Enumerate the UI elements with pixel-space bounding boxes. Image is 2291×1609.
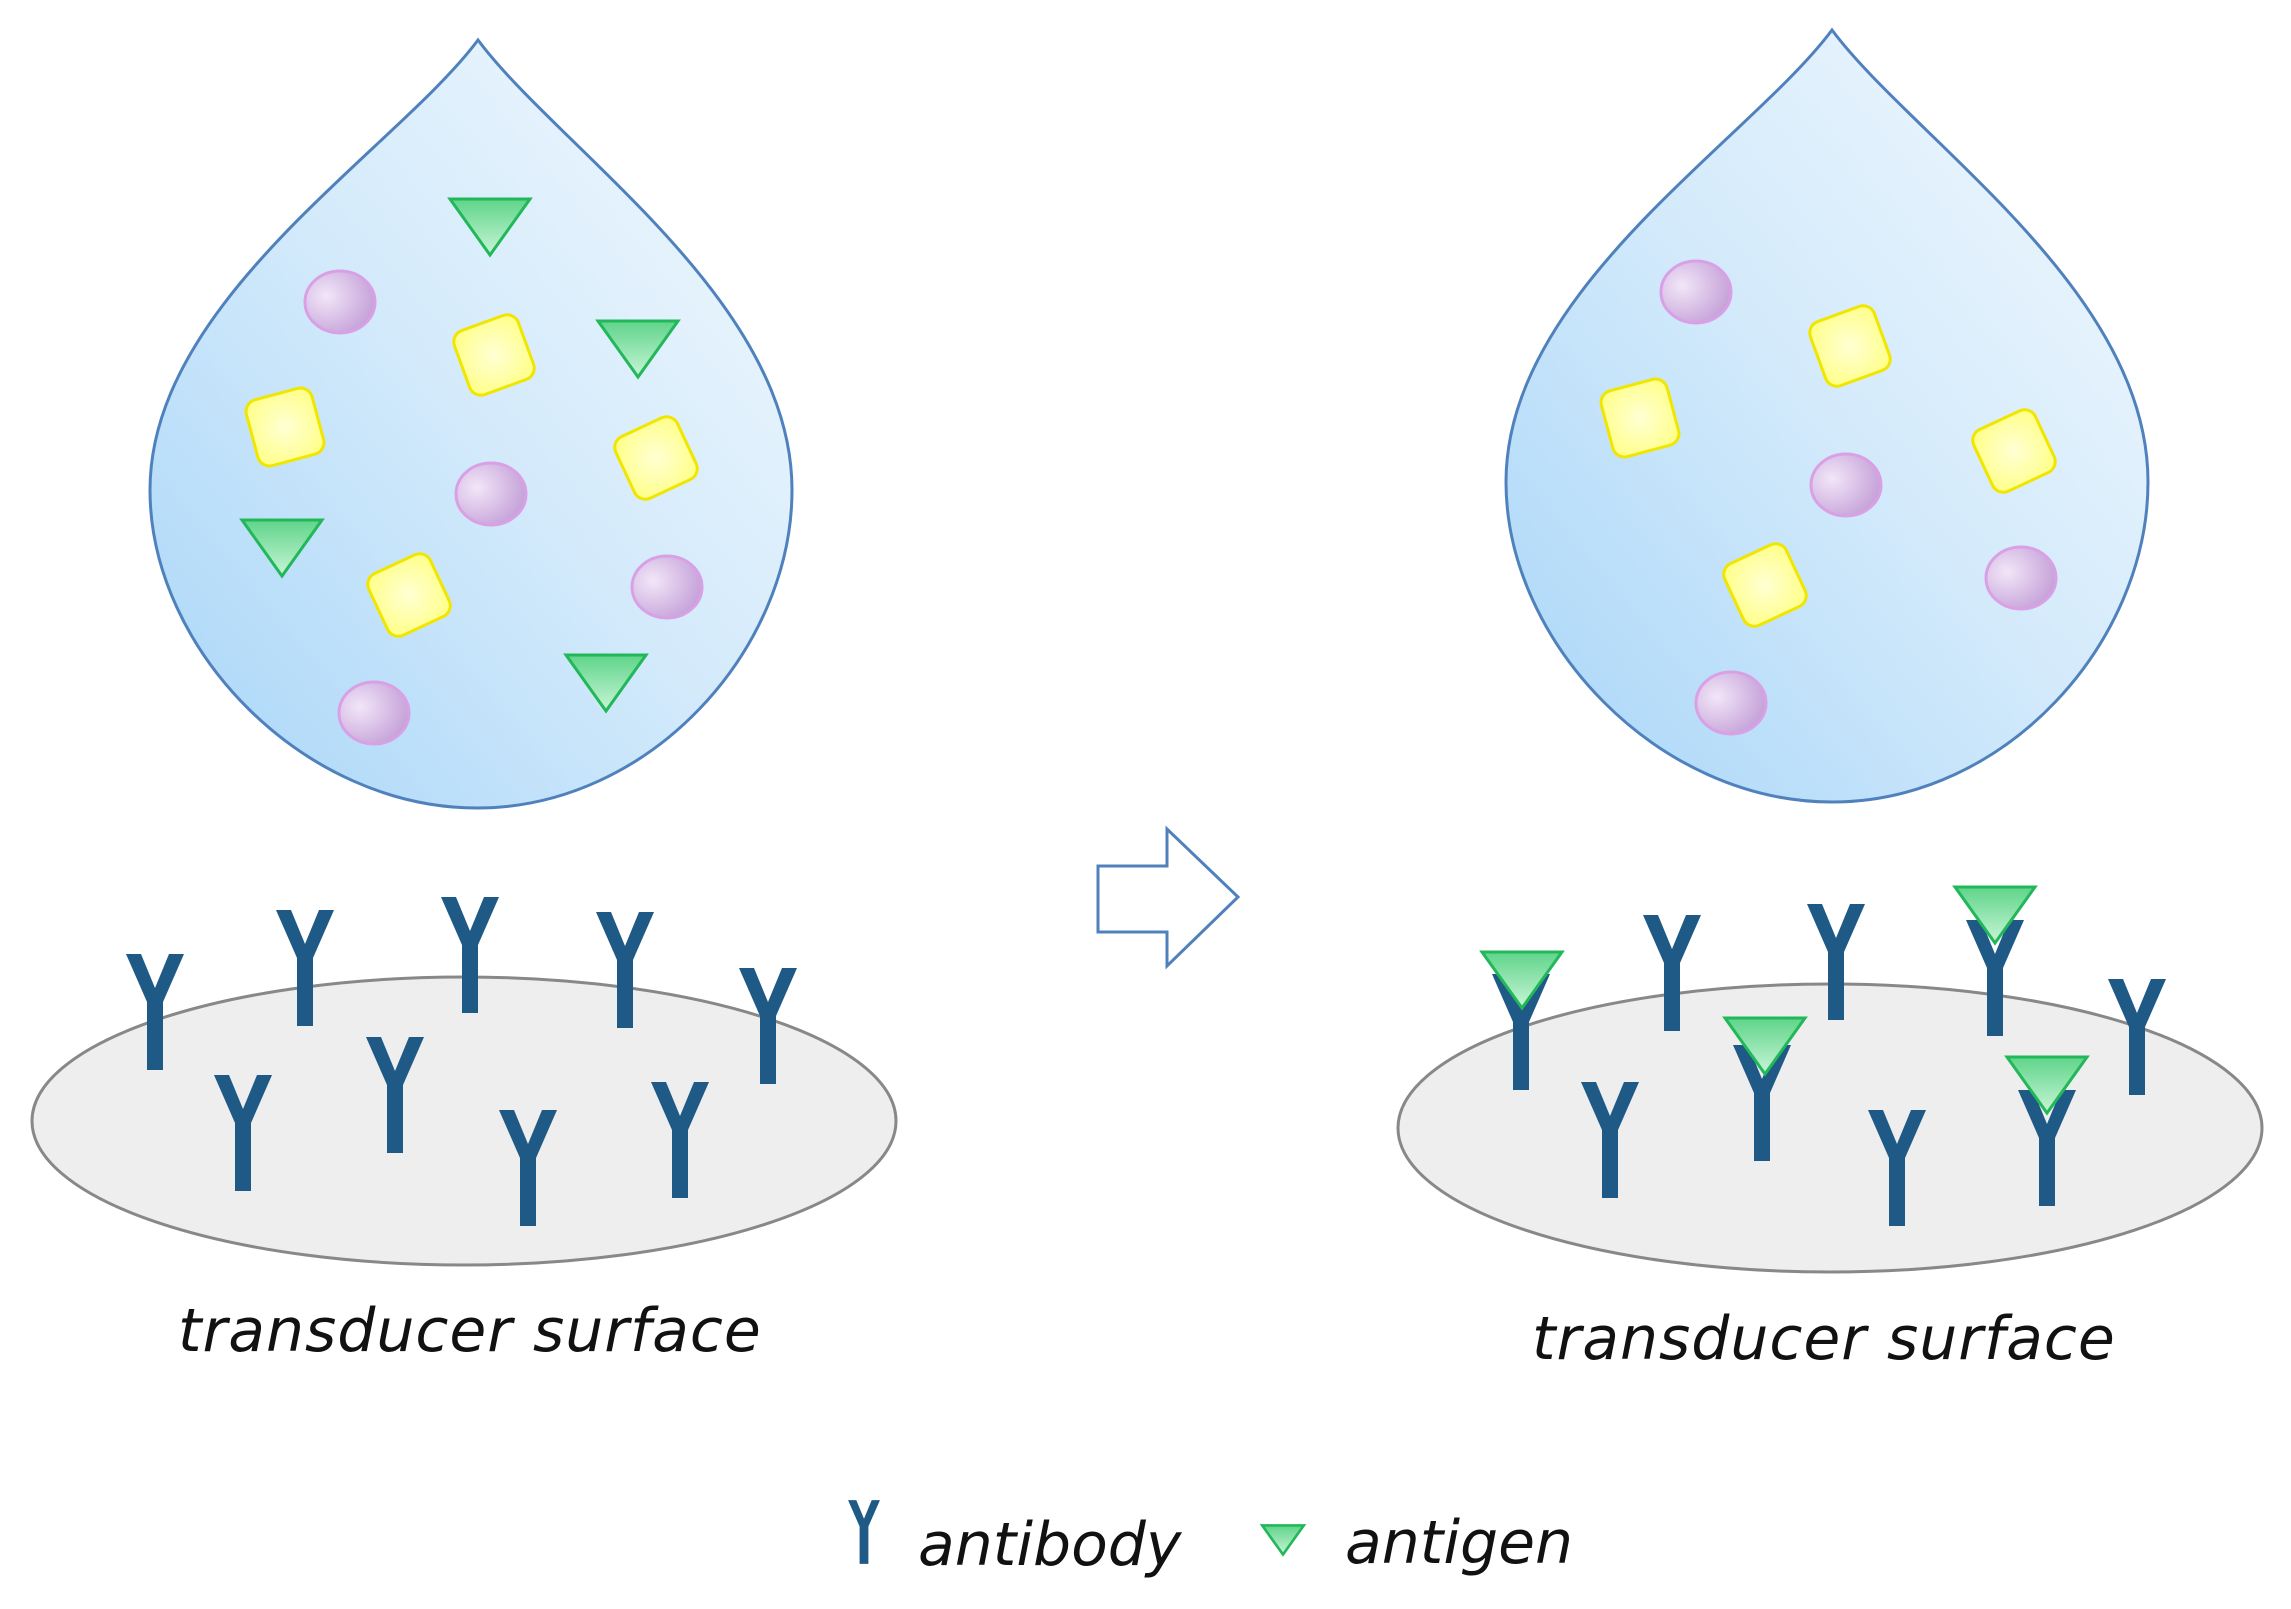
right-drop xyxy=(1504,27,2150,804)
left-panel xyxy=(30,37,898,1267)
particle-circle xyxy=(454,461,528,527)
particle-circle xyxy=(1809,452,1883,518)
particle-circle xyxy=(1984,545,2058,611)
bound-antigen-icon xyxy=(1480,950,1564,1010)
particle-circle xyxy=(1694,670,1768,736)
right-caption: transducer surface xyxy=(1532,1304,2116,1374)
bound-antigen-icon xyxy=(1953,885,2037,945)
right-panel xyxy=(1396,27,2264,1274)
antigen-triangle-icon xyxy=(1259,1524,1307,1557)
left-caption: transducer surface xyxy=(178,1296,762,1366)
left-drop xyxy=(148,37,794,810)
particle-circle xyxy=(337,680,411,746)
right-arrow-icon xyxy=(1096,825,1241,970)
legend-antibody-label: antibody xyxy=(918,1510,1182,1580)
particle-circle xyxy=(303,269,377,335)
particle-circle xyxy=(630,554,704,620)
legend xyxy=(848,1500,1307,1564)
legend-antigen-label: antigen xyxy=(1345,1508,1574,1578)
particle-circle xyxy=(1659,259,1733,325)
antibody-y-icon xyxy=(848,1500,880,1564)
